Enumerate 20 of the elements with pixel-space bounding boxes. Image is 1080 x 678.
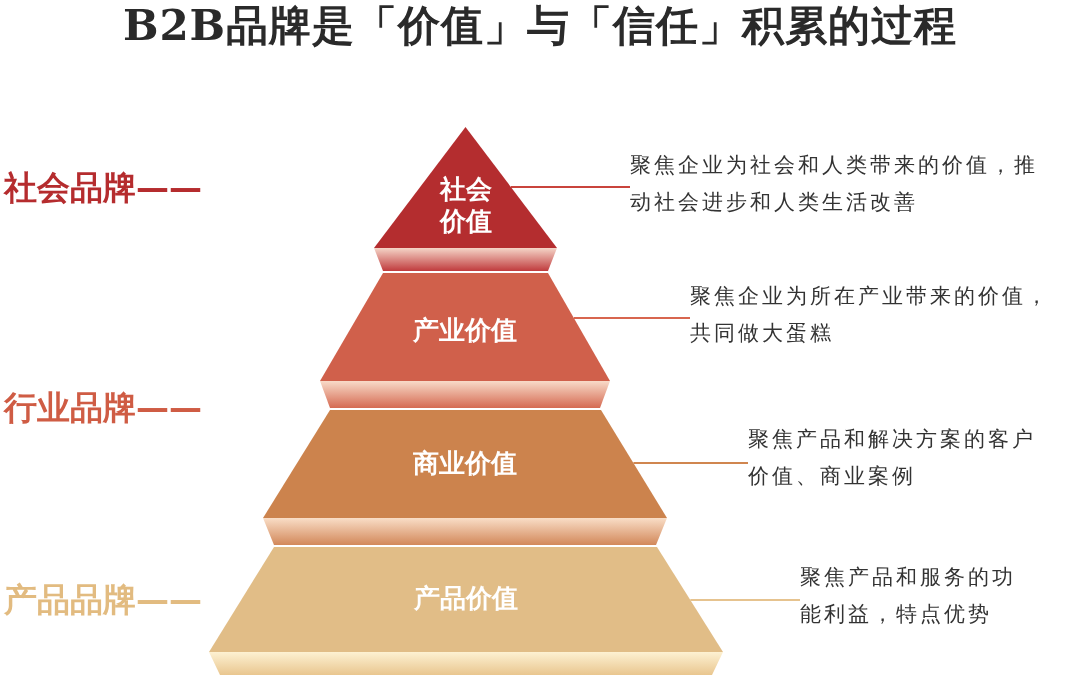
layer-label: 商业价值 <box>413 447 517 479</box>
pyramid-layer <box>209 547 723 675</box>
pyramid-layer <box>320 273 610 408</box>
diagram-title: B2B品牌是「价值」与「信任」积累的过程 <box>122 2 958 50</box>
leader-line <box>572 317 691 319</box>
description-text: 聚焦企业为所在产业带来的价值，共同做大蛋糕 <box>690 278 1056 352</box>
layer-label: 产业价值 <box>413 314 517 346</box>
pyramid-layer <box>374 127 557 271</box>
tier-label: 行业品牌—— <box>4 388 202 428</box>
description-text: 聚焦产品和服务的功能利益，特点优势 <box>800 559 1022 633</box>
layer-label: 社会价值 <box>438 173 493 237</box>
layer-label: 产品价值 <box>414 582 518 614</box>
leader-line <box>632 462 749 464</box>
tier-label: 产品品牌—— <box>4 580 202 620</box>
leader-line <box>509 186 631 188</box>
tier-label: 社会品牌—— <box>4 168 202 208</box>
description-text: 聚焦产品和解决方案的客户价值、商业案例 <box>748 421 1042 495</box>
pyramid-layer <box>263 410 667 545</box>
leader-line <box>689 599 801 601</box>
description-text: 聚焦企业为社会和人类带来的价值，推动社会进步和人类生活改善 <box>630 147 1044 221</box>
